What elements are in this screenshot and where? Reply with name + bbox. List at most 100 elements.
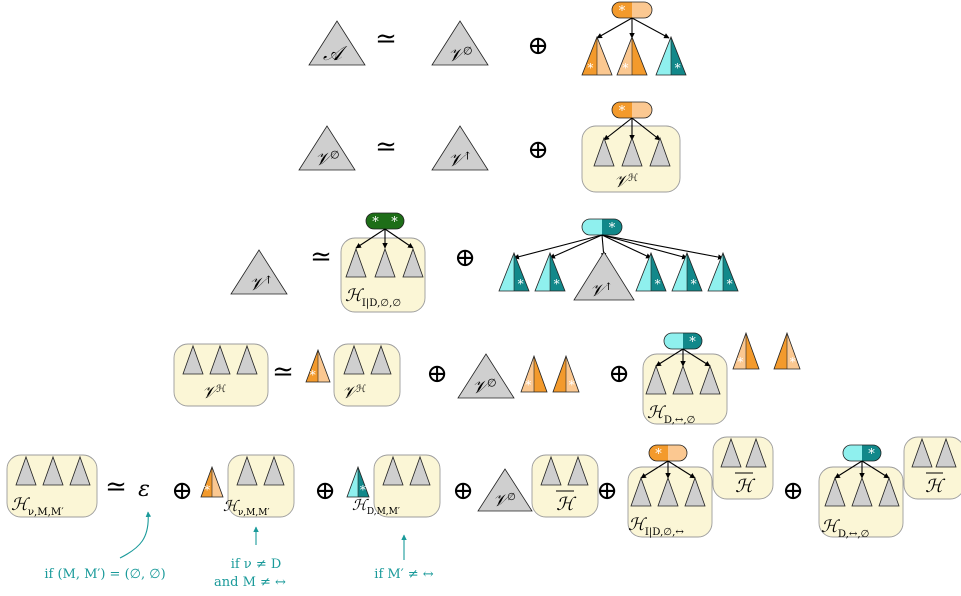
- edge-5a: [640, 460, 669, 479]
- tri-4h: [699, 364, 721, 395]
- edge-3a: [355, 228, 386, 249]
- tri-orange-1a-star: *: [587, 61, 593, 75]
- tri-orange-4e-star: *: [790, 355, 796, 369]
- edge-3e: [549, 234, 603, 259]
- edge-2a: [603, 117, 633, 141]
- tri-orange-4e: *: [773, 331, 801, 370]
- node-teal-2-star: *: [689, 335, 696, 350]
- tri-orange-4c: *: [552, 354, 580, 393]
- label-H-IDe-lr-text: ℋI|D,∅,↔: [628, 515, 684, 538]
- tri-V-empty-3: [457, 353, 515, 399]
- node-green-left: [366, 213, 385, 229]
- note-2-line2: and M ≠ ↔: [214, 575, 286, 590]
- iso-3: ≃: [310, 242, 332, 272]
- tri-teal-3e: *: [707, 251, 739, 292]
- node-teal-1: *: [581, 218, 623, 236]
- tri-orange-4a-star: *: [310, 368, 316, 382]
- epsilon-term: ε: [138, 477, 150, 502]
- tri-orange-4b-star: *: [525, 378, 531, 392]
- node-orange-3-left: [649, 445, 668, 461]
- tri-teal-3b-star: *: [554, 277, 560, 291]
- node-green-star: *: [391, 215, 398, 230]
- node-teal-3-star: *: [868, 447, 875, 462]
- tri-5n: [745, 437, 767, 468]
- label-Hbar-2: ℋ: [735, 476, 756, 497]
- edge-1c: [631, 17, 670, 39]
- plus-10: ⊕: [782, 476, 804, 506]
- iso-4: ≃: [272, 357, 294, 387]
- note-2-line1: if ν ≠ D: [231, 557, 282, 572]
- tri-5p: [851, 476, 873, 507]
- tri-A: [308, 20, 366, 66]
- tri-V-up-2: [230, 249, 288, 295]
- tri-5b: [42, 455, 64, 486]
- tri-5r: [911, 437, 933, 468]
- edge-4c: [682, 348, 711, 367]
- tri-5q: [878, 476, 900, 507]
- tri-3b: [374, 247, 396, 278]
- edge-3i: [601, 234, 724, 260]
- node-teal-1-star: *: [609, 221, 616, 236]
- tri-V-empty-2: [298, 125, 356, 171]
- edge-5f: [861, 460, 890, 479]
- tri-teal-3d: *: [671, 251, 703, 292]
- tri-5e: [263, 455, 285, 486]
- tri-2a: [593, 136, 615, 167]
- node-teal-1-right: [602, 219, 622, 235]
- tri-V-empty-4: [477, 468, 533, 512]
- plus-2: ⊕: [527, 135, 549, 165]
- node-orange-3: *: [648, 444, 688, 462]
- tri-4d: [343, 344, 365, 375]
- tri-orange-4b: *: [520, 354, 548, 393]
- node-green-star: *: [372, 215, 379, 230]
- tri-teal-5-star: *: [360, 483, 366, 497]
- tri-5l: [684, 476, 706, 507]
- node-teal-3-right: [862, 445, 881, 461]
- tri-teal-3c: *: [635, 251, 667, 292]
- tri-orange-5: *: [200, 465, 224, 498]
- tri-3c: [402, 247, 424, 278]
- label-H-D-2: ℋD,↔,∅: [821, 517, 870, 540]
- label-Hbar-3: ℋ: [925, 476, 946, 497]
- label-H-IDee: ℋI|D,∅,∅: [345, 286, 401, 309]
- edge-2c: [631, 117, 661, 141]
- node-orange-2-right: [632, 102, 652, 118]
- plus-3: ⊕: [454, 243, 476, 273]
- label-Hbar-1: ℋ: [556, 494, 577, 515]
- node-orange-2: *: [611, 101, 653, 119]
- plus-1: ⊕: [527, 31, 549, 61]
- tri-teal-1: *: [655, 35, 687, 76]
- node-orange-1-star: *: [619, 4, 626, 19]
- label-H-D-2-text: ℋD,↔,∅: [821, 517, 870, 540]
- tri-5k: [657, 476, 679, 507]
- tri-orange-1b: *: [616, 35, 648, 76]
- tri-5g: [409, 455, 431, 486]
- tri-5j: [630, 476, 652, 507]
- node-teal-2-left: [664, 333, 683, 349]
- tri-5o: [824, 476, 846, 507]
- tri-orange-1a: *: [581, 35, 613, 76]
- node-green: **: [365, 212, 405, 230]
- node-orange-1: *: [611, 1, 653, 19]
- label-H-IDe-lr: ℋI|D,∅,↔: [628, 515, 684, 538]
- tri-5a: [15, 455, 37, 486]
- node-teal-3-left: [843, 445, 862, 461]
- iso-5: ≃: [105, 472, 127, 502]
- tri-teal-3a-star: *: [518, 277, 524, 291]
- label-H-nuMM-2-text: ℋν,M,M′: [223, 497, 270, 518]
- edge-5d: [834, 460, 863, 479]
- iso-2: ≃: [375, 132, 397, 162]
- tri-3a: [345, 247, 367, 278]
- label-H-D-1-text: ℋD,↔,∅: [647, 403, 696, 426]
- edge-5c: [667, 460, 696, 479]
- tri-4a: [182, 344, 204, 375]
- iso-1: ≃: [375, 24, 397, 54]
- tri-orange-4c-star: *: [569, 378, 575, 392]
- label-H-nuMM-2: ℋν,M,M′: [223, 497, 270, 518]
- tri-2b: [621, 136, 643, 167]
- edge-3c: [384, 228, 414, 249]
- tri-5i: [567, 455, 589, 486]
- note-3: if M′ ≠ ↔: [374, 567, 434, 582]
- node-orange-3-star: *: [655, 447, 662, 462]
- edge-3d: [513, 234, 603, 260]
